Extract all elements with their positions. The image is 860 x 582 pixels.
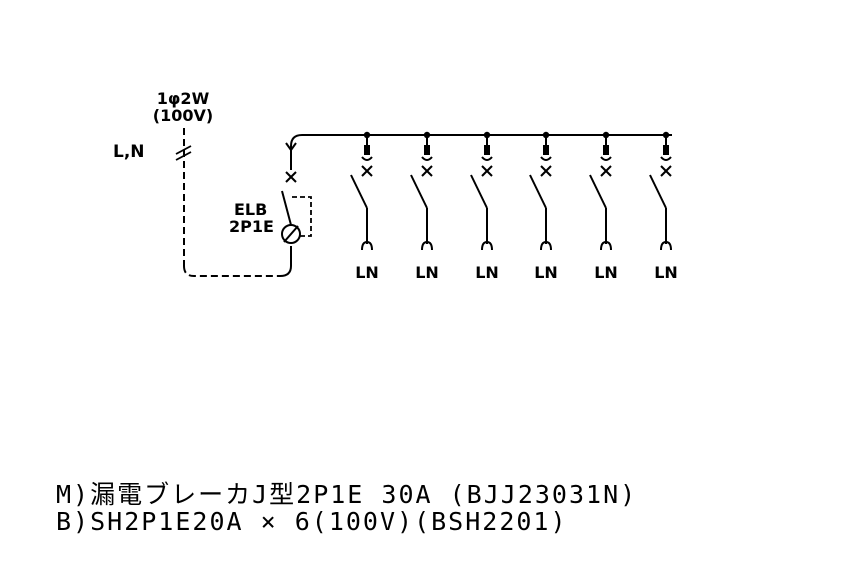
branch-breaker-contact [589,174,607,209]
branch-outlet-arc [481,240,493,251]
main-breaker-label-1: ELB [234,200,267,219]
earth-leakage-slash [283,225,299,243]
branch-circuit: LN [350,131,379,282]
branch-outlet-arc [421,240,433,251]
voltage-label: (100V) [153,106,213,125]
branch-load-label: LN [534,263,558,282]
spec-line-branch: B)SH2P1E20A × 6(100V)(BSH2201) [56,507,568,536]
branch-breaker-contact [529,174,547,209]
branch-load-label: LN [355,263,379,282]
incoming-dashed-bottom [183,265,280,277]
branch-breaker-x-2 [660,165,672,177]
branch-circuit: LN [470,131,499,282]
incoming-feed [175,128,280,277]
branch-breaker-contact [410,174,428,209]
branch-circuit: LN [589,131,618,282]
main-breaker: ELB 2P1E [229,134,312,277]
wire-count-tick-2 [175,151,192,161]
branch-breaker-contact [470,174,488,209]
branch-outlet-arc [660,240,672,251]
branch-circuit: LN [410,131,439,282]
branch-breaker-x-2 [540,165,552,177]
wire-count-tick-1 [175,145,192,155]
branch-plug-arc [660,156,672,161]
branch-breaker-contact [649,174,667,209]
spec-line-main: M)漏電ブレーカJ型2P1E 30A (BJJ23031N) [56,480,637,509]
branch-circuit: LN [529,131,558,282]
branch-breaker-contact [350,174,368,209]
main-breaker-top-bend [290,134,303,147]
branch-breaker-x-2 [421,165,433,177]
phase-label: 1φ2W [157,89,210,108]
branch-plug-arc [421,156,433,161]
main-breaker-x-2 [285,171,297,183]
branch-breaker-x-2 [600,165,612,177]
branch-load-label: LN [415,263,439,282]
branch-load-label: LN [594,263,618,282]
branch-plug-icon [424,145,430,155]
branch-plug-arc [361,156,373,161]
branch-plug-icon [543,145,549,155]
main-breaker-contact [281,190,292,226]
wire-label: L,N [113,142,145,162]
branch-outlet-arc [600,240,612,251]
branch-breaker-x-2 [481,165,493,177]
branch-plug-icon [484,145,490,155]
main-breaker-label-2: 2P1E [229,217,274,236]
trip-link-dashed [292,196,312,237]
branch-plug-arc [600,156,612,161]
branch-outlet-arc [361,240,373,251]
branch-breaker-x-2 [361,165,373,177]
branch-plug-icon [364,145,370,155]
branch-load-label: LN [654,263,678,282]
branch-plug-arc [540,156,552,161]
branch-plug-arc [481,156,493,161]
main-breaker-lower-wire [279,246,292,277]
branch-plug-icon [603,145,609,155]
branch-plug-icon [663,145,669,155]
branch-circuit: LN [649,131,678,282]
main-breaker-arrow-icon [285,142,297,152]
branch-outlet-arc [540,240,552,251]
branch-load-label: LN [475,263,499,282]
branch-circuits: LN LN LN LN LN LN [350,131,678,282]
